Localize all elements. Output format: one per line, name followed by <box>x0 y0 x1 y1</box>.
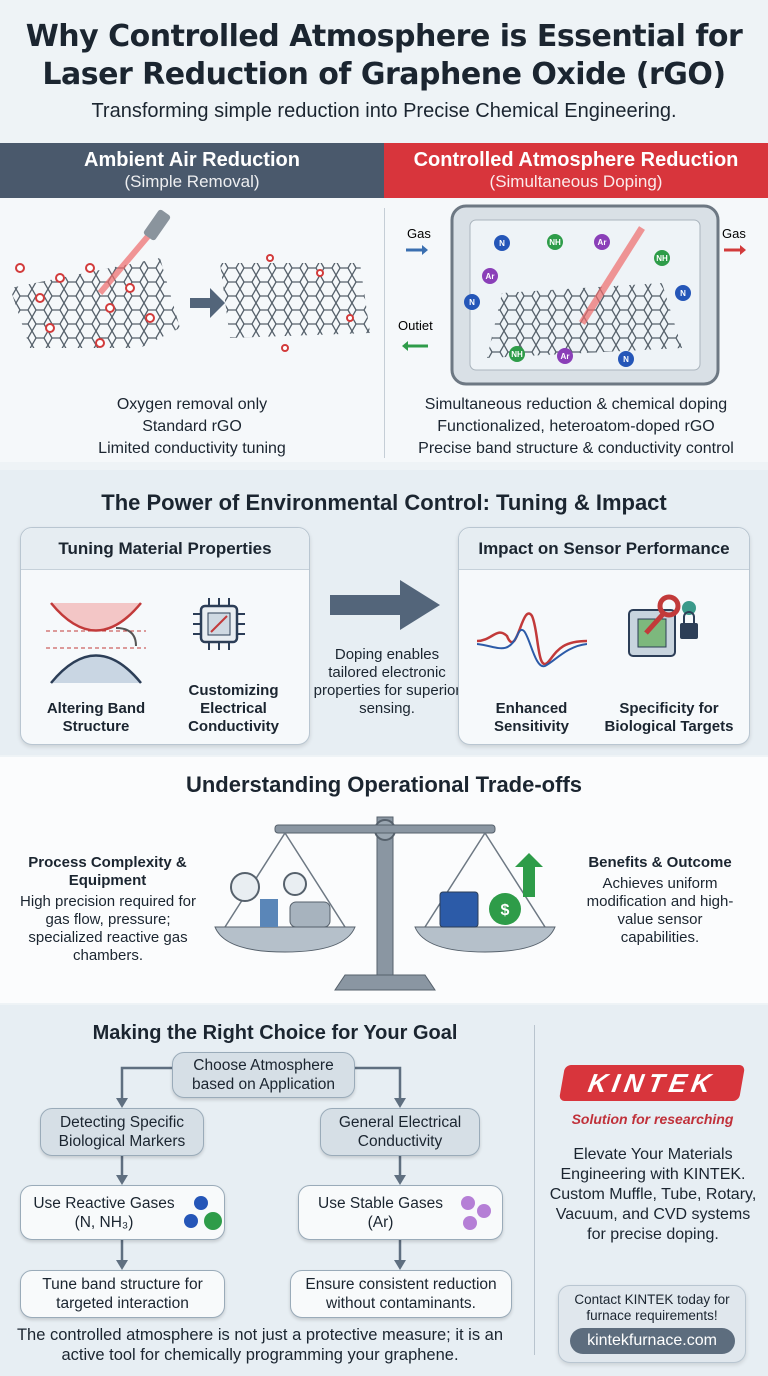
section-title: Making the Right Choice for Your Goal <box>92 1022 458 1044</box>
page-title: Why Controlled Atmosphere is Essential f… <box>0 18 768 94</box>
footer-statement: The controlled atmosphere is not just a … <box>16 1326 504 1364</box>
outlet-label: Outiet <box>398 318 433 333</box>
website-link[interactable]: kintekfurnace.com <box>569 1328 735 1354</box>
title-line-1: Why Controlled Atmosphere is Essential f… <box>25 19 743 54</box>
graphene-ambient-illustration <box>10 209 370 352</box>
impact-card: Impact on Sensor Performance Enhanced Se… <box>458 527 750 745</box>
right-arrow-icon <box>330 580 440 630</box>
node-label: Use Stable Gases <box>318 1194 443 1212</box>
balance-scale-icon: $ <box>214 816 556 991</box>
complexity-text: High precision required for gas flow, pr… <box>20 893 196 964</box>
comparison-panel: N NH Ar Ar N N NH Ar N NH Gas Gas Outiet… <box>0 198 768 462</box>
card-title: Tuning Material Properties <box>21 528 309 570</box>
tune-band-node: Tune band structure for targeted interac… <box>20 1270 225 1318</box>
sensitivity-wave-icon <box>477 612 587 668</box>
controlled-point: Functionalized, heteroatom-doped rGO <box>437 418 715 435</box>
root-node: Choose Atmosphere based on Application <box>172 1052 355 1098</box>
ambient-subtitle: (Simple Removal) <box>124 172 260 191</box>
kintek-logo: KINTEK <box>558 1065 746 1101</box>
node-label: Use Reactive Gases <box>33 1194 175 1212</box>
ambient-points: Oxygen removal only Standard rGO Limited… <box>0 394 384 460</box>
svg-text:Ar: Ar <box>598 238 607 247</box>
svg-text:N: N <box>623 355 629 364</box>
stable-gases-node: Use Stable Gases(Ar) <box>298 1185 503 1240</box>
brand-tagline: Solution for researching <box>571 1111 734 1127</box>
svg-text:N: N <box>680 289 686 298</box>
specificity-label: Specificity for Biological Targets <box>604 700 734 735</box>
card-title: Impact on Sensor Performance <box>459 528 749 570</box>
chip-icon <box>193 598 245 650</box>
node-label: General Electrical Conductivity <box>338 1114 462 1150</box>
ambient-point: Oxygen removal only <box>116 396 268 413</box>
divider <box>384 208 385 458</box>
ambient-header: Ambient Air Reduction (Simple Removal) <box>0 143 384 198</box>
arrow-icon <box>190 288 225 318</box>
controlled-point: Precise band structure & conductivity co… <box>418 440 734 457</box>
node-label: Ensure consistent reduction without cont… <box>305 1276 497 1312</box>
conductivity-node: General Electrical Conductivity <box>320 1108 480 1156</box>
lock-key-chip-icon <box>628 594 698 657</box>
brand-text: Elevate Your Materials Engineering with … <box>549 1146 757 1243</box>
gas-in-label: Gas <box>407 226 431 241</box>
sensitivity-label: Enhanced Sensitivity <box>493 700 570 735</box>
title-line-2: Laser Reduction of Graphene Oxide (rGO) <box>42 57 726 92</box>
benefits-text: Achieves uniform modification and high-v… <box>586 875 734 946</box>
band-structure-icon <box>46 602 146 684</box>
node-label: Detecting Specific Biological Markers <box>58 1114 186 1150</box>
ambient-point: Standard rGO <box>142 418 242 435</box>
bio-markers-node: Detecting Specific Biological Markers <box>40 1108 204 1156</box>
root-label: Choose Atmosphere based on Application <box>191 1057 336 1093</box>
svg-text:NH: NH <box>656 254 668 263</box>
subtitle: Transforming simple reduction into Preci… <box>91 100 677 122</box>
flow-connectors <box>116 1066 406 1270</box>
controlled-point: Simultaneous reduction & chemical doping <box>424 396 728 413</box>
section-title: Understanding Operational Trade-offs <box>185 772 583 797</box>
benefits-title: Benefits & Outcome <box>588 854 732 871</box>
tuning-card: Tuning Material Properties Altering Band… <box>20 527 310 745</box>
middle-text: Doping enables tailored electronic prope… <box>313 646 461 717</box>
power-section: The Power of Environmental Control: Tuni… <box>0 470 768 755</box>
svg-text:N: N <box>469 298 475 307</box>
controlled-subtitle: (Simultaneous Doping) <box>489 172 663 191</box>
chamber-illustration: N NH Ar Ar N N NH Ar N NH Gas Gas Outiet <box>398 204 746 386</box>
node-sublabel: (Ar) <box>367 1213 394 1231</box>
band-structure-label: Altering Band Structure <box>46 700 146 735</box>
argon-atoms-icon <box>460 1195 491 1230</box>
svg-text:NH: NH <box>549 238 561 247</box>
conductivity-label: Customizing Electrical Conductivity <box>188 682 279 735</box>
svg-text:NH: NH <box>511 350 523 359</box>
svg-text:Ar: Ar <box>561 352 570 361</box>
ambient-title: Ambient Air Reduction <box>84 149 300 171</box>
svg-text:$: $ <box>501 902 510 919</box>
contact-box: Contact KINTEK today for furnace require… <box>558 1285 746 1363</box>
controlled-points: Simultaneous reduction & chemical doping… <box>384 394 768 460</box>
node-sublabel: (N, NH₃) <box>74 1213 134 1231</box>
controlled-header: Controlled Atmosphere Reduction (Simulta… <box>384 143 768 198</box>
gas-out-label: Gas <box>722 226 746 241</box>
consistent-reduction-node: Ensure consistent reduction without cont… <box>290 1270 512 1318</box>
complexity-title: Process Complexity & Equipment <box>28 854 187 889</box>
controlled-title: Controlled Atmosphere Reduction <box>413 149 739 171</box>
tradeoffs-section: Understanding Operational Trade-offs Pro… <box>0 757 768 1003</box>
section-title: The Power of Environmental Control: Tuni… <box>101 490 667 515</box>
divider <box>534 1025 535 1355</box>
molecule-icon <box>184 1195 222 1230</box>
contact-text: Contact KINTEK today for furnace require… <box>574 1292 730 1323</box>
choice-section: Making the Right Choice for Your Goal Ch… <box>0 1005 768 1376</box>
ambient-point: Limited conductivity tuning <box>98 440 286 457</box>
svg-text:N: N <box>499 239 505 248</box>
node-label: Tune band structure for targeted interac… <box>42 1276 203 1312</box>
svg-text:Ar: Ar <box>486 272 495 281</box>
reactive-gases-node: Use Reactive Gases(N, NH₃) <box>20 1185 225 1240</box>
